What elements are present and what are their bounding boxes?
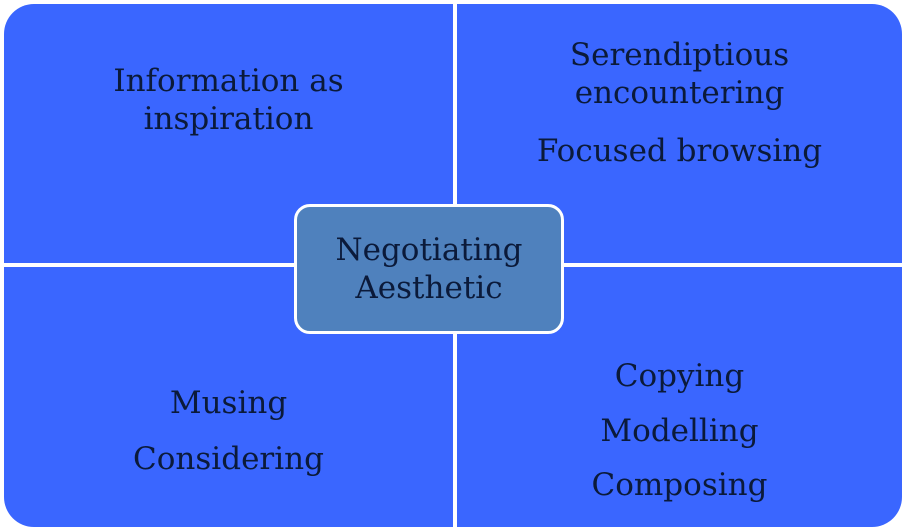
bottom-left-item-musing: Musing: [169, 385, 288, 421]
bottom-right-item-composing: Composing: [591, 467, 768, 503]
top-right-item-2: Focused browsing: [457, 132, 902, 170]
top-left-text: Information as inspiration: [4, 62, 453, 138]
center-box: Negotiating Aesthetic: [294, 204, 564, 334]
bottom-right-item-copying: Copying: [614, 358, 745, 394]
top-right-item-1-line-1: Serendiptious: [569, 37, 790, 73]
top-right-item-1: Serendiptious encountering: [457, 36, 902, 112]
top-left-line-2: inspiration: [143, 101, 314, 137]
bottom-right-item-modelling: Modelling: [600, 413, 759, 449]
center-line-2: Aesthetic: [355, 270, 503, 306]
center-text: Negotiating Aesthetic: [335, 231, 522, 307]
top-left-line-1: Information as: [113, 63, 344, 99]
top-right-item-2-line-1: Focused browsing: [536, 133, 823, 169]
top-right-item-1-line-2: encountering: [574, 75, 785, 111]
bottom-left-item-considering: Considering: [133, 441, 324, 477]
center-line-1: Negotiating: [335, 232, 523, 268]
